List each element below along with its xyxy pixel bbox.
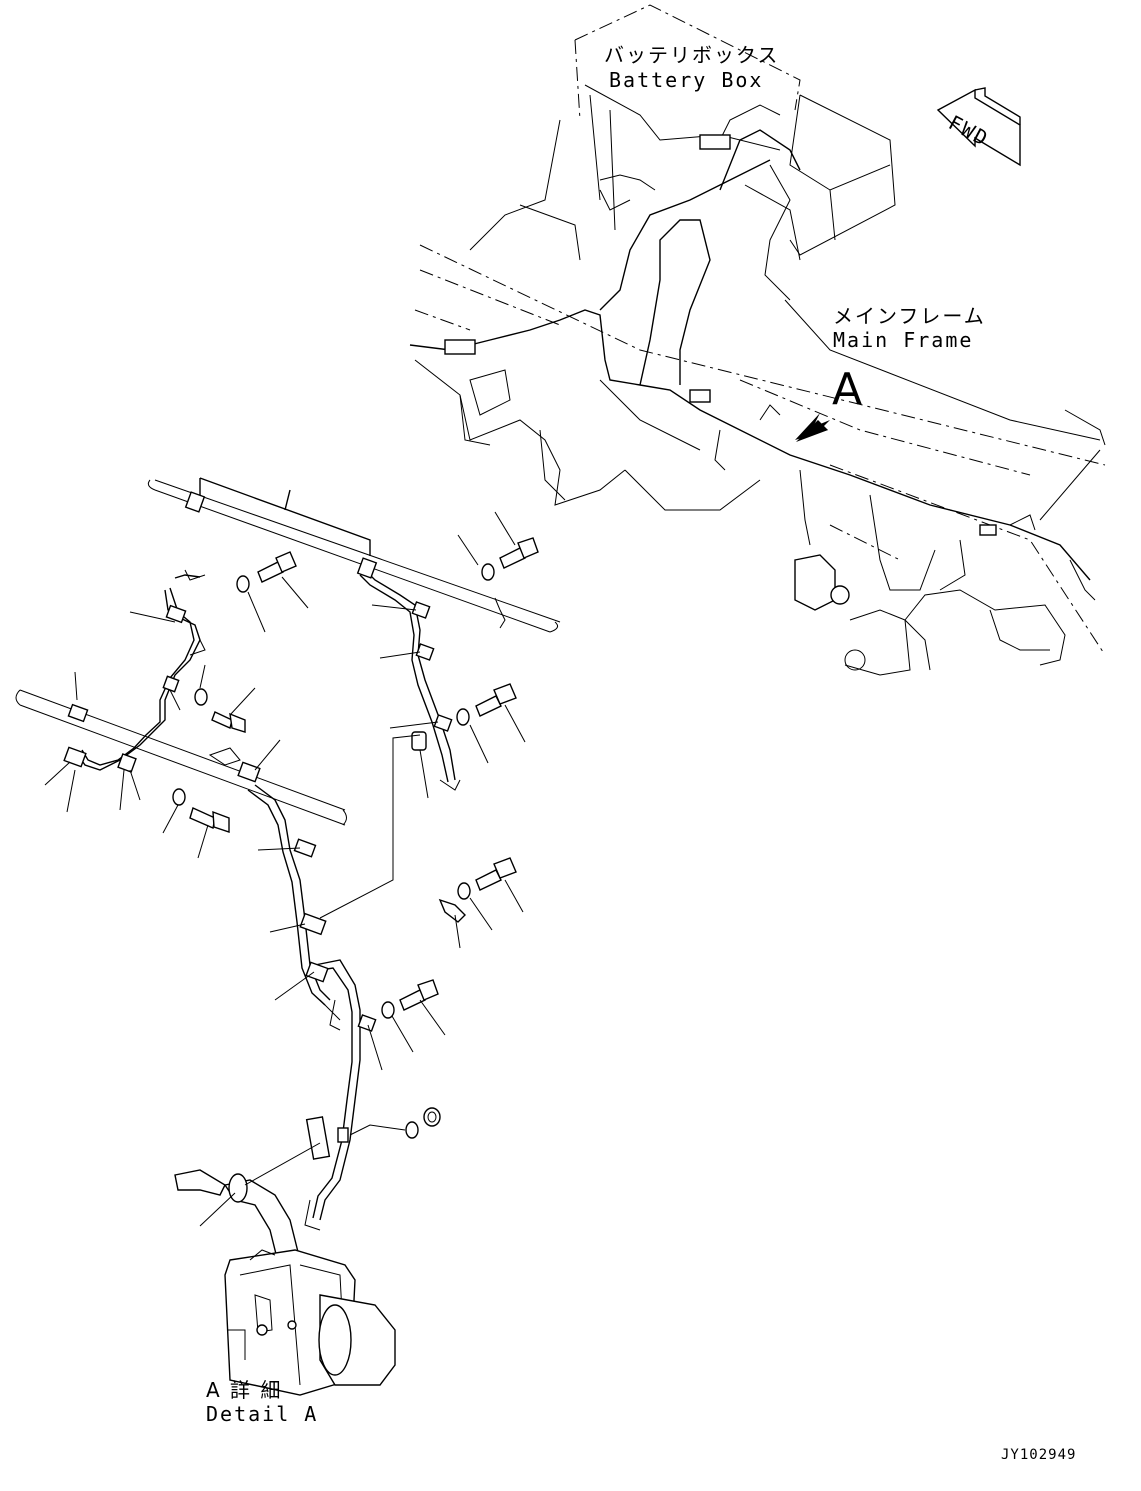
detail-a-frame-rails (15, 477, 561, 826)
detail-a-bolts-and-washers (172, 537, 539, 1139)
view-a-label: A (832, 364, 863, 415)
fwd-arrow-icon (936, 87, 1021, 167)
drawing-number: JY102949 (1001, 1447, 1077, 1463)
main-frame-label-jp: メインフレーム (833, 304, 986, 328)
overview-wire-harness (409, 104, 1096, 601)
main-frame-label: Main Frame (833, 328, 974, 352)
detail-a-wire-harness (77, 569, 461, 1231)
battery-box-label-jp: バッテリボックス (604, 43, 780, 67)
detail-a-label: Detail A (206, 1402, 319, 1426)
detail-a-label-jp: A 詳 細 (206, 1378, 283, 1402)
detail-a-motor (174, 1169, 396, 1396)
battery-box-label: Battery Box (609, 68, 764, 92)
detail-a-leader-lines (44, 511, 526, 1227)
view-a-arrow-icon (795, 413, 830, 442)
machine-frame-outline (414, 4, 1106, 676)
detail-a-clamps (63, 491, 466, 1160)
